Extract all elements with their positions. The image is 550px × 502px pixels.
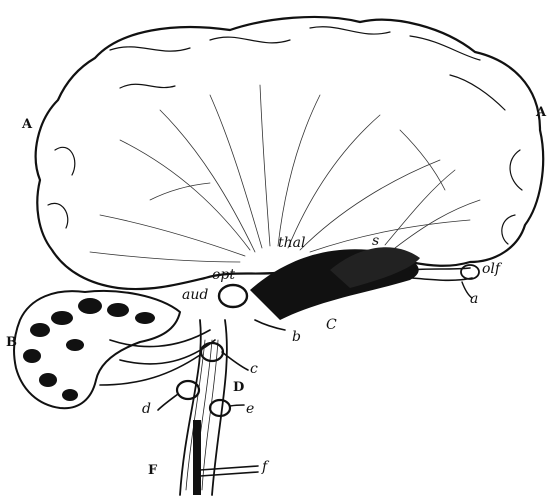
label-aud: aud — [182, 288, 208, 302]
label-d: d — [142, 402, 151, 416]
label-A-right: A — [536, 106, 546, 119]
label-A-left: A — [22, 118, 32, 131]
label-c: c — [250, 362, 258, 376]
ganglion-c — [201, 343, 223, 361]
olfactory-bulb — [461, 265, 479, 279]
optic-ganglion — [219, 285, 247, 307]
nerve-d — [158, 394, 178, 410]
label-b: b — [292, 330, 301, 344]
gyri-side — [48, 147, 522, 244]
label-e: e — [246, 402, 254, 416]
nerve-b — [255, 320, 285, 330]
nerve-f — [200, 466, 258, 476]
nerve-e — [230, 405, 244, 406]
label-thal: thal — [278, 236, 305, 250]
label-s: s — [372, 234, 379, 248]
olfactory-tract — [410, 268, 472, 280]
cerebellum-folia — [23, 298, 155, 401]
label-D: D — [233, 381, 244, 394]
label-C: C — [326, 318, 337, 332]
label-olf: olf — [482, 262, 500, 276]
label-f: f — [262, 460, 267, 474]
ganglion-e — [210, 400, 230, 416]
spinal-dark-mark — [193, 420, 201, 495]
label-F: F — [148, 464, 157, 477]
gyri-top — [110, 27, 505, 110]
label-B: B — [6, 336, 17, 349]
label-a: a — [470, 292, 478, 306]
label-opt: opt — [212, 268, 235, 282]
